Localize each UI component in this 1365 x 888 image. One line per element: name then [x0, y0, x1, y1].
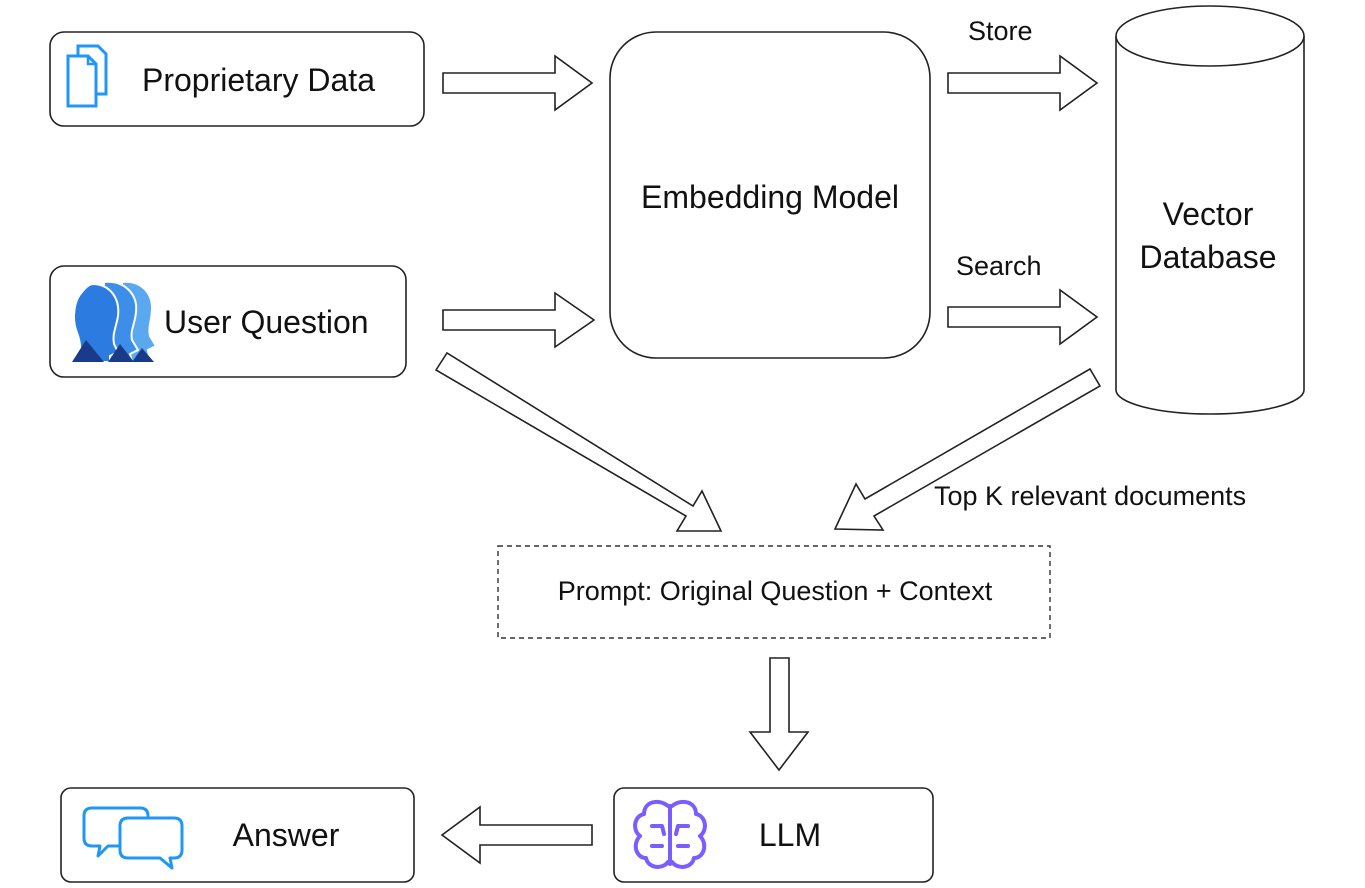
brain-icon: [633, 799, 707, 869]
documents-icon: [66, 44, 108, 108]
arrow-question-to-prompt: [434, 351, 723, 532]
arrow-question-to-embedding: [442, 291, 596, 349]
arrow-search: [947, 288, 1099, 346]
prompt-node: Prompt: Original Question + Context: [497, 545, 1051, 639]
embedding-model-label: Embedding Model: [641, 179, 899, 215]
llm-node: LLM: [613, 787, 934, 883]
prompt-label: Prompt: Original Question + Context: [558, 576, 993, 606]
arrow-data-to-embedding: [442, 54, 594, 112]
vector-database-label-line2: Database: [1140, 239, 1277, 275]
arrow-prompt-to-llm: [748, 657, 810, 772]
answer-node: Answer: [60, 787, 415, 883]
edge-label-search: Search: [956, 251, 1042, 281]
users-icon: [72, 280, 158, 363]
user-question-label: User Question: [164, 304, 369, 340]
proprietary-data-label: Proprietary Data: [142, 62, 375, 98]
arrow-topk-to-prompt: [833, 367, 1102, 531]
edge-label-top-k: Top K relevant documents: [934, 481, 1246, 511]
arrow-llm-to-answer: [440, 805, 593, 865]
vector-database-label-line1: Vector: [1163, 196, 1254, 232]
user-question-node: User Question: [49, 265, 407, 378]
proprietary-data-node: Proprietary Data: [49, 31, 425, 127]
answer-label: Answer: [233, 817, 340, 853]
arrow-store: [947, 54, 1099, 112]
chat-bubbles-icon: [82, 806, 184, 870]
vector-database-node: Vector Database: [1115, 5, 1305, 415]
embedding-model-node: Embedding Model: [609, 31, 931, 359]
edge-label-store: Store: [968, 16, 1033, 46]
llm-label: LLM: [759, 817, 821, 853]
